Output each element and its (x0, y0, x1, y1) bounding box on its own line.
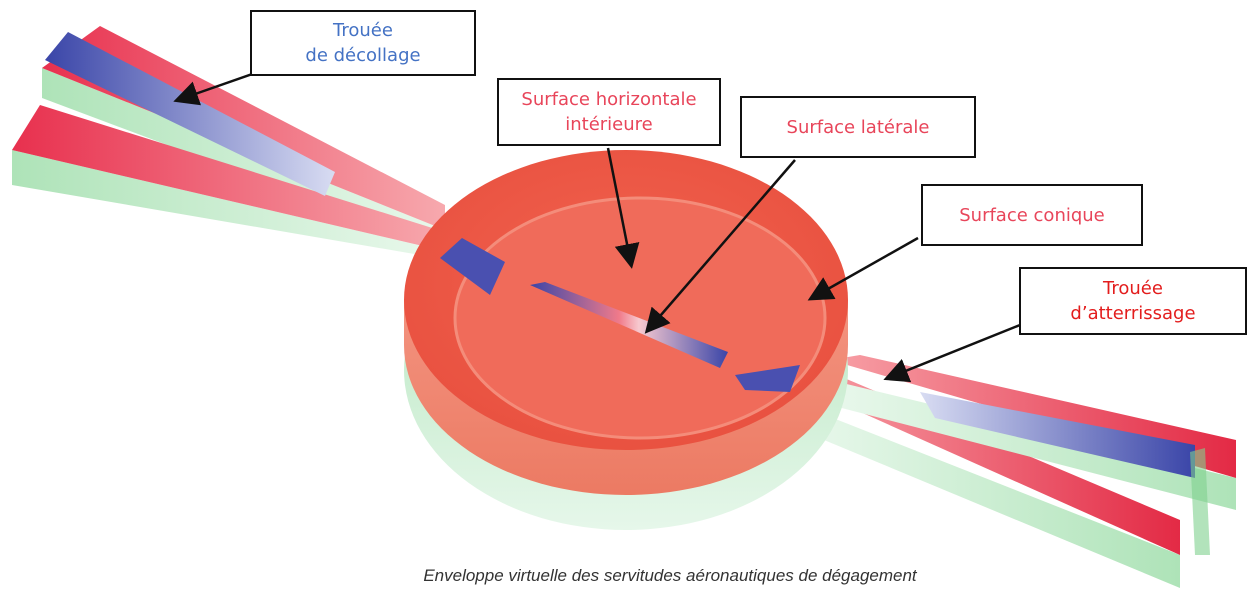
label-conical-text: Surface conique (959, 203, 1105, 228)
central-disc (404, 150, 848, 530)
label-lateral-text: Surface latérale (787, 115, 930, 140)
label-takeoff-line1: Trouée (333, 18, 393, 43)
arrow-landing (888, 325, 1020, 378)
label-lateral-box: Surface latérale (740, 96, 976, 158)
landing-approach-surface (800, 355, 1236, 588)
inner-horizontal-surface (455, 198, 825, 438)
label-takeoff-line2: de décollage (305, 43, 420, 68)
label-inner-horizontal-box: Surface horizontale intérieure (497, 78, 721, 146)
label-landing-line1: Trouée (1103, 276, 1163, 301)
label-takeoff-box: Trouée de décollage (250, 10, 476, 76)
label-conical-box: Surface conique (921, 184, 1143, 246)
label-inner-horizontal-line2: intérieure (565, 112, 653, 137)
label-landing-line2: d’atterrissage (1070, 301, 1195, 326)
label-inner-horizontal-line1: Surface horizontale (521, 87, 696, 112)
figure-caption: Enveloppe virtuelle des servitudes aéron… (45, 566, 1250, 586)
label-landing-box: Trouée d’atterrissage (1019, 267, 1247, 335)
